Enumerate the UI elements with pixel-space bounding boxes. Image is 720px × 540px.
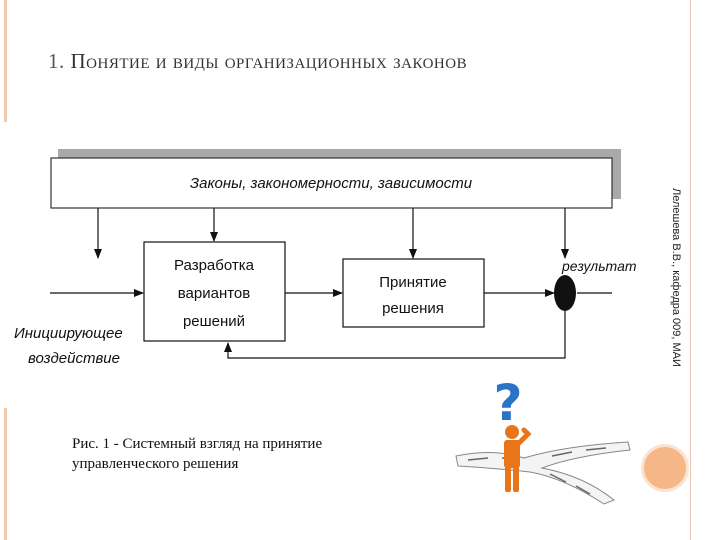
caption-line2: управленческого решения (72, 456, 239, 472)
title-number: 1. (48, 49, 65, 73)
decorative-orb (641, 444, 689, 492)
author-note-text: Лелешева В.В., кафедра 009, МАИ (670, 188, 682, 367)
input-label-line1: Инициирующее (14, 325, 123, 342)
figure-caption: Рис. 1 - Системный взгляд на принятие уп… (72, 434, 432, 474)
road-shape (455, 441, 631, 505)
result-label: результат (561, 258, 637, 274)
left-accent-rule-bottom (4, 408, 7, 540)
person-leg-left (505, 466, 511, 492)
top-box (50, 157, 613, 209)
caption-line1: Рис. 1 - Системный взгляд на принятие (72, 436, 323, 452)
development-label-line3: решений (183, 313, 245, 330)
person-head (505, 425, 519, 439)
decision-label-line2: решения (382, 300, 444, 317)
development-box (143, 241, 286, 342)
person-body (504, 440, 520, 468)
top-box-label: Законы, закономерности, зависимости (190, 175, 473, 192)
left-accent-rule-top (4, 0, 7, 122)
input-label-line2: воздействие (28, 350, 120, 367)
slide-title: 1. Понятие и виды организационных законо… (48, 44, 608, 78)
author-note: Лелешева В.В., кафедра 009, МАИ (664, 188, 686, 398)
decision-label-line1: Принятие (379, 274, 447, 291)
question-mark-icon: ? (493, 374, 522, 432)
title-text: Понятие и виды организационных законов (70, 49, 468, 73)
development-label-line2: вариантов (178, 285, 251, 302)
person-leg-right (513, 466, 519, 492)
decision-system-diagram: Законы, закономерности, зависимости Разр… (14, 149, 637, 367)
result-node (554, 275, 576, 311)
development-label-line1: Разработка (174, 257, 255, 274)
feedback-loop-arrow (224, 311, 566, 359)
crossroads-person-clipart: ? (455, 374, 631, 505)
right-accent-rule (690, 0, 691, 540)
person-arm (515, 427, 532, 447)
